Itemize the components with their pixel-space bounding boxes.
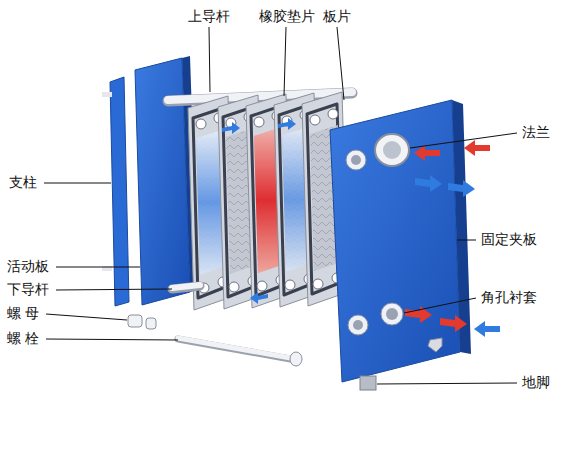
support-column [102,77,129,306]
nut-and-bolt-part [290,352,302,366]
port-arrows-part [464,140,490,156]
part-label: 地脚 [521,374,551,391]
lower-guide-bar [172,285,200,289]
fixed-frame-plate-part [348,315,368,335]
nut-and-bolt-part [146,318,156,329]
port-arrows-part [405,306,432,323]
nut-and-bolt-part [128,315,142,327]
fixed-frame-plate-part [381,303,403,325]
fixed-frame-plate-part [351,155,361,165]
movable-plate [135,56,198,305]
part-label: 支柱 [8,174,38,191]
leader-lines-part [377,383,517,384]
support-column-part [102,92,112,97]
port-arrows-part [414,145,440,161]
part-label: 活动板 [6,258,50,275]
leader-lines-part [209,27,210,92]
part-label: 螺 母 [6,305,40,322]
leader-lines [44,27,517,384]
part-label: 角孔衬套 [480,289,538,306]
lower-guide-bar-part [172,285,200,288]
part-label: 橡胶垫片 [258,8,316,25]
lower-guide-bar-part [172,286,200,289]
port-arrows-part [448,180,475,197]
fixed-frame-plate-part [330,100,460,382]
leader-lines-part [44,183,111,184]
nut-and-bolt-part [178,339,296,360]
flow-arrows-part [222,122,240,134]
fixed-frame-plate [330,100,471,390]
fixed-frame-plate-part [375,134,409,166]
leader-lines-part [284,27,286,96]
leader-lines-part [404,298,476,313]
leader-lines-part [337,27,344,100]
port-arrows-part [428,338,442,352]
part-label: 下导杆 [6,281,50,298]
leader-lines-part [46,314,127,320]
leader-lines-part [46,339,178,340]
fixed-frame-plate-part [383,141,401,159]
port-arrows-part [415,175,442,192]
plate-pack [188,92,348,310]
flow-arrows [222,118,296,304]
part-label: 螺 栓 [6,330,40,347]
leader-lines-part [410,133,517,148]
port-arrows-part [440,315,467,332]
fixed-frame-plate-part [386,308,398,320]
nut-and-bolt-part [178,338,296,359]
port-arrows-part [474,321,500,337]
part-label: 固定夹板 [480,231,538,248]
part-label: 上导杆 [187,8,231,25]
flow-arrows-part [278,118,296,130]
support-column-part [110,77,129,306]
leader-lines-part [56,289,172,290]
fixed-frame-plate-part [360,376,376,390]
flow-arrows-part [250,292,268,304]
leader-lines-part [457,240,476,241]
fixed-frame-plate-part [346,150,366,170]
leader-lines-part [56,267,140,268]
fixed-frame-plate-part [353,320,363,330]
part-label: 板片 [322,8,352,25]
part-label: 法兰 [521,124,551,141]
nut-and-bolt [128,315,302,366]
